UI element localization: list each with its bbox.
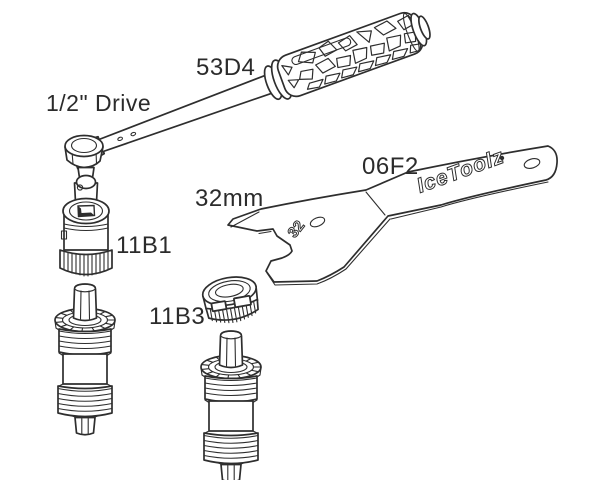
label-half-inch-drive: 1/2" Drive [46, 90, 151, 116]
square-drive [73, 174, 99, 205]
label-11b1: 11B1 [116, 232, 172, 259]
bb-tool-11b3 [201, 276, 259, 324]
handle-hole [523, 158, 541, 169]
labels: 53D4 1/2" Drive 11B1 32mm 06F2 11B3 [46, 54, 419, 330]
jaw-hole [309, 216, 326, 228]
label-06f2: 06F2 [362, 153, 419, 180]
torque-wrench [64, 11, 431, 205]
label-11b3: 11B3 [149, 303, 205, 330]
cartridge-bottom-bracket-1 [54, 283, 116, 436]
bb-socket-tool-11b1 [59, 197, 113, 277]
label-32mm: 32mm [195, 185, 264, 212]
trademark-dot [499, 155, 505, 161]
wrench-handle-grip [276, 11, 431, 98]
cartridge-bottom-bracket-2 [200, 330, 262, 480]
ratchet-head [64, 134, 104, 205]
label-53d4: 53D4 [196, 54, 255, 81]
handle-slot [291, 37, 352, 66]
